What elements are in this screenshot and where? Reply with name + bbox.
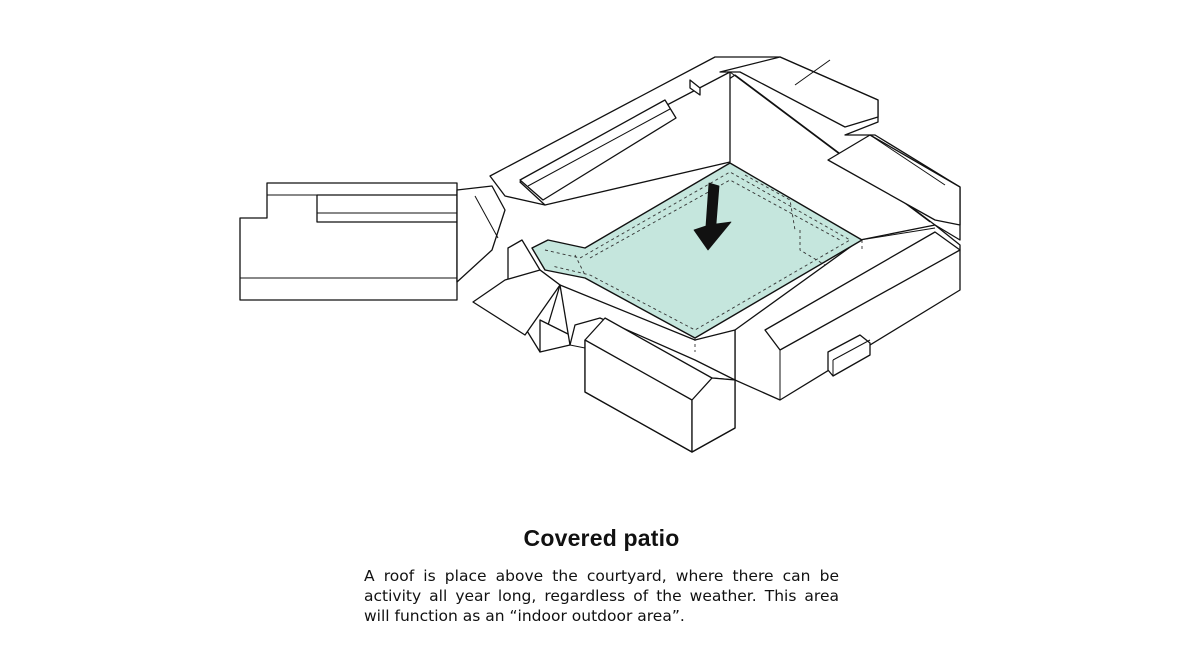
covered-patio-roof	[531, 162, 863, 352]
diagram-caption: Covered patio A roof is place above the …	[364, 525, 839, 626]
building-axonometric-diagram	[239, 56, 961, 453]
left-annex-building	[239, 182, 458, 301]
caption-description: A roof is place above the courtyard, whe…	[364, 567, 839, 625]
main-building	[472, 56, 961, 453]
connector-wing	[456, 185, 506, 283]
down-arrow-icon	[693, 182, 732, 251]
caption-title: Covered patio	[523, 525, 680, 551]
